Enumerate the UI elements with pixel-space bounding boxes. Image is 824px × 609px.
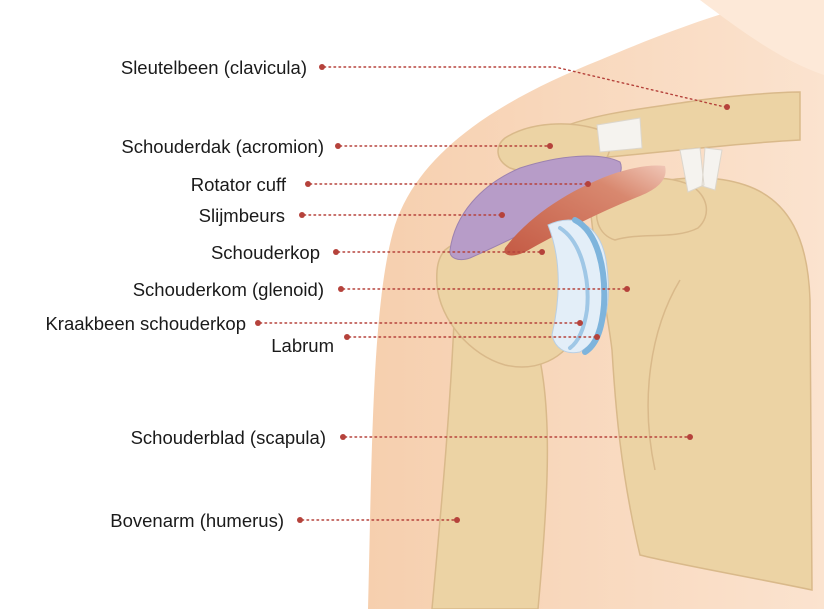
label-slijmbeurs: Slijmbeurs xyxy=(199,205,285,226)
label-rotator-cuff: Rotator cuff xyxy=(191,174,287,195)
label-humerus: Bovenarm (humerus) xyxy=(110,510,284,531)
label-scapula: Schouderblad (scapula) xyxy=(131,427,326,448)
label-schouderkop: Schouderkop xyxy=(211,242,320,263)
label-labrum: Labrum xyxy=(271,335,334,356)
labels: Sleutelbeen (clavicula) Schouderdak (acr… xyxy=(45,57,334,531)
cc-ligament xyxy=(680,148,722,192)
label-acromion: Schouderdak (acromion) xyxy=(121,136,324,157)
label-schouderkom: Schouderkom (glenoid) xyxy=(133,279,324,300)
label-clavicula: Sleutelbeen (clavicula) xyxy=(121,57,307,78)
label-kraakbeen: Kraakbeen schouderkop xyxy=(45,313,246,334)
